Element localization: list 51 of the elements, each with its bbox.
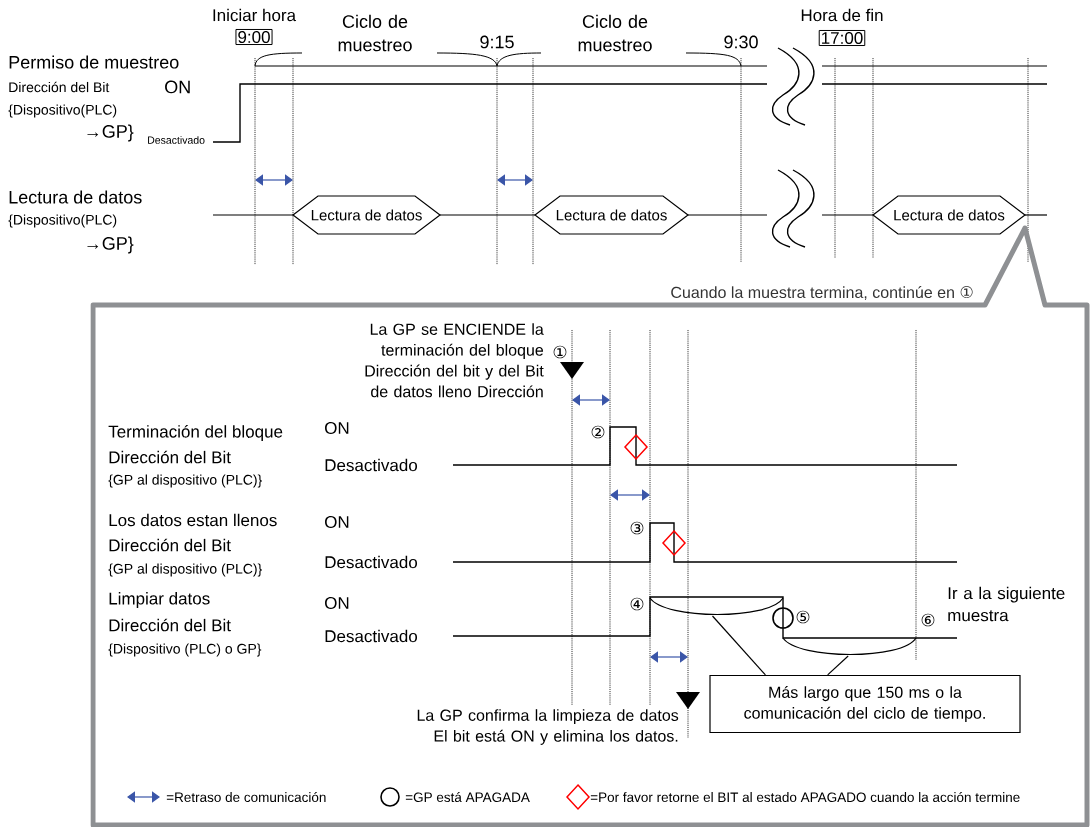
- state-label: ON: [165, 80, 190, 94]
- state-label: Desactivado: [148, 136, 205, 144]
- signal-label: {GP al dispositivo (PLC)}: [108, 474, 262, 488]
- step-number: ③: [630, 521, 644, 535]
- state-label: Desactivado: [325, 458, 417, 472]
- time-heading: Hora de fin: [801, 8, 883, 22]
- duration-arc: [649, 597, 784, 616]
- time-heading: Iniciar hora: [213, 8, 297, 22]
- state-label: Desactivado: [325, 629, 417, 643]
- signal-label: Los datos estan llenos: [109, 513, 277, 527]
- leader-line: [827, 655, 849, 676]
- cycle-label: Ciclo de muestreo: [338, 14, 412, 52]
- step-number: ②: [591, 425, 605, 439]
- time-box: 17:00: [818, 30, 866, 46]
- data-read-hexagon: Lectura de datos: [292, 195, 441, 235]
- time-label: 9:15: [480, 35, 514, 49]
- signal-label: Dirección del Bit: [109, 618, 231, 632]
- note-text: La GP se ENCIENDE la terminación del bloque Dirección del bit y del Bit de datos lleno Dirección: [365, 323, 544, 398]
- legend-text: =Retraso de comunicación: [166, 791, 326, 803]
- state-label: ON: [325, 422, 349, 434]
- signal-label: →GP}: [87, 124, 134, 142]
- step-number: ①: [553, 345, 567, 359]
- leader-line: [711, 615, 766, 676]
- state-label: Desactivado: [325, 555, 417, 569]
- signal-label: {Dispositivo(PLC): [8, 104, 117, 118]
- signal-label: Lectura de datos: [9, 190, 142, 204]
- signal-label: {GP al dispositivo (PLC)}: [108, 563, 262, 577]
- signal-label: Limpiar datos: [109, 592, 210, 608]
- state-label: ON: [325, 516, 349, 528]
- signal-label: Dirección del Bit: [109, 450, 231, 464]
- step-number: ⑤: [796, 610, 810, 624]
- signal-label: Terminación del bloque: [108, 425, 283, 441]
- step-number: ⑥: [921, 613, 935, 627]
- time-label: 9:30: [724, 35, 758, 49]
- data-read-hexagon: Lectura de datos: [534, 195, 689, 235]
- time-box: 9:00: [235, 29, 273, 45]
- signal-label: Dirección del Bit: [9, 81, 110, 93]
- note-box: Más largo que 150 ms o la comunicación del ciclo de tiempo.: [709, 674, 1021, 734]
- signal-label: Permiso de muestreo: [9, 55, 179, 69]
- state-label: ON: [325, 597, 349, 609]
- note-text: La GP confirma la limpieza de datos El bit está ON y elimina los datos.: [417, 709, 679, 745]
- signal-label: Dirección del Bit: [109, 538, 231, 552]
- signal-label: {Dispositivo(PLC): [8, 214, 117, 228]
- cycle-label: Ciclo de muestreo: [578, 14, 652, 52]
- signal-label: {Dispositivo (PLC) o GP}: [108, 643, 262, 657]
- duration-arc: [782, 637, 917, 656]
- signal-label: →GP}: [87, 236, 134, 254]
- legend-text: =GP está APAGADA: [405, 791, 530, 803]
- data-read-hexagon: Lectura de datos: [872, 195, 1026, 235]
- note-text: Ir a la siguiente muestra: [948, 586, 1065, 622]
- legend-text: =Por favor retorne el BIT al estado APAGADO cuando la acción termine: [590, 791, 1020, 803]
